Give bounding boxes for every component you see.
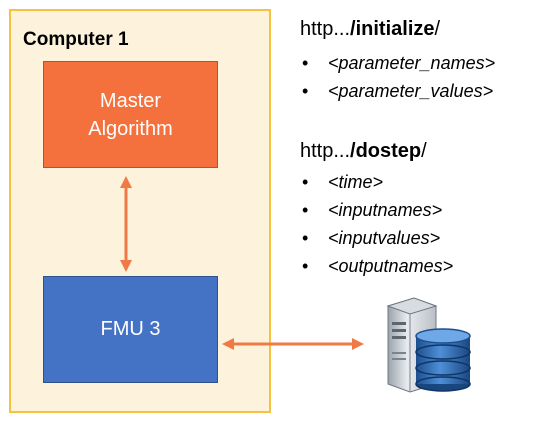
dostep-param-list: • <time> • <inputnames> • <inputvalues> • <o… <box>300 168 453 280</box>
list-item: • <parameter_names> <box>300 49 495 77</box>
bullet-icon: • <box>302 53 309 73</box>
bullet-icon: • <box>302 200 309 220</box>
dostep-param: <inputvalues> <box>328 228 441 248</box>
dostep-param: <time> <box>328 172 384 192</box>
initialize-param-list: • <parameter_names> • <parameter_values> <box>300 49 495 105</box>
bullet-icon: • <box>302 228 309 248</box>
master-label-line1: Master <box>99 89 162 112</box>
initialize-prefix: http... <box>300 18 351 40</box>
fmu-block: FMU 3 <box>43 276 218 383</box>
dostep-param: <inputnames> <box>328 200 443 220</box>
dostep-suffix: / <box>421 140 427 162</box>
dostep-endpoint: http.../dostep/ <box>300 140 427 163</box>
list-item: • <parameter_values> <box>300 77 495 105</box>
bullet-icon: • <box>302 172 309 192</box>
computer-title: Computer 1 <box>23 29 129 50</box>
list-item: • <time> <box>300 168 453 196</box>
master-algorithm-block: Master Algorithm <box>43 61 218 168</box>
dostep-param: <outputnames> <box>328 256 454 276</box>
initialize-path: /initialize <box>350 18 435 40</box>
bullet-icon: • <box>302 256 309 276</box>
list-item: • <outputnames> <box>300 252 453 280</box>
initialize-param: <parameter_values> <box>328 81 494 101</box>
fmu-label: FMU 3 <box>100 318 161 340</box>
initialize-suffix: / <box>434 18 441 40</box>
database-server-icon <box>386 297 471 393</box>
list-item: • <inputvalues> <box>300 224 453 252</box>
initialize-endpoint: http.../initialize/ <box>300 18 440 41</box>
initialize-param: <parameter_names> <box>328 53 496 73</box>
bullet-icon: • <box>302 81 309 101</box>
list-item: • <inputnames> <box>300 196 453 224</box>
dostep-path: /dostep <box>350 140 422 162</box>
master-label-line2: Algorithm <box>88 117 173 140</box>
dostep-prefix: http... <box>300 140 351 162</box>
